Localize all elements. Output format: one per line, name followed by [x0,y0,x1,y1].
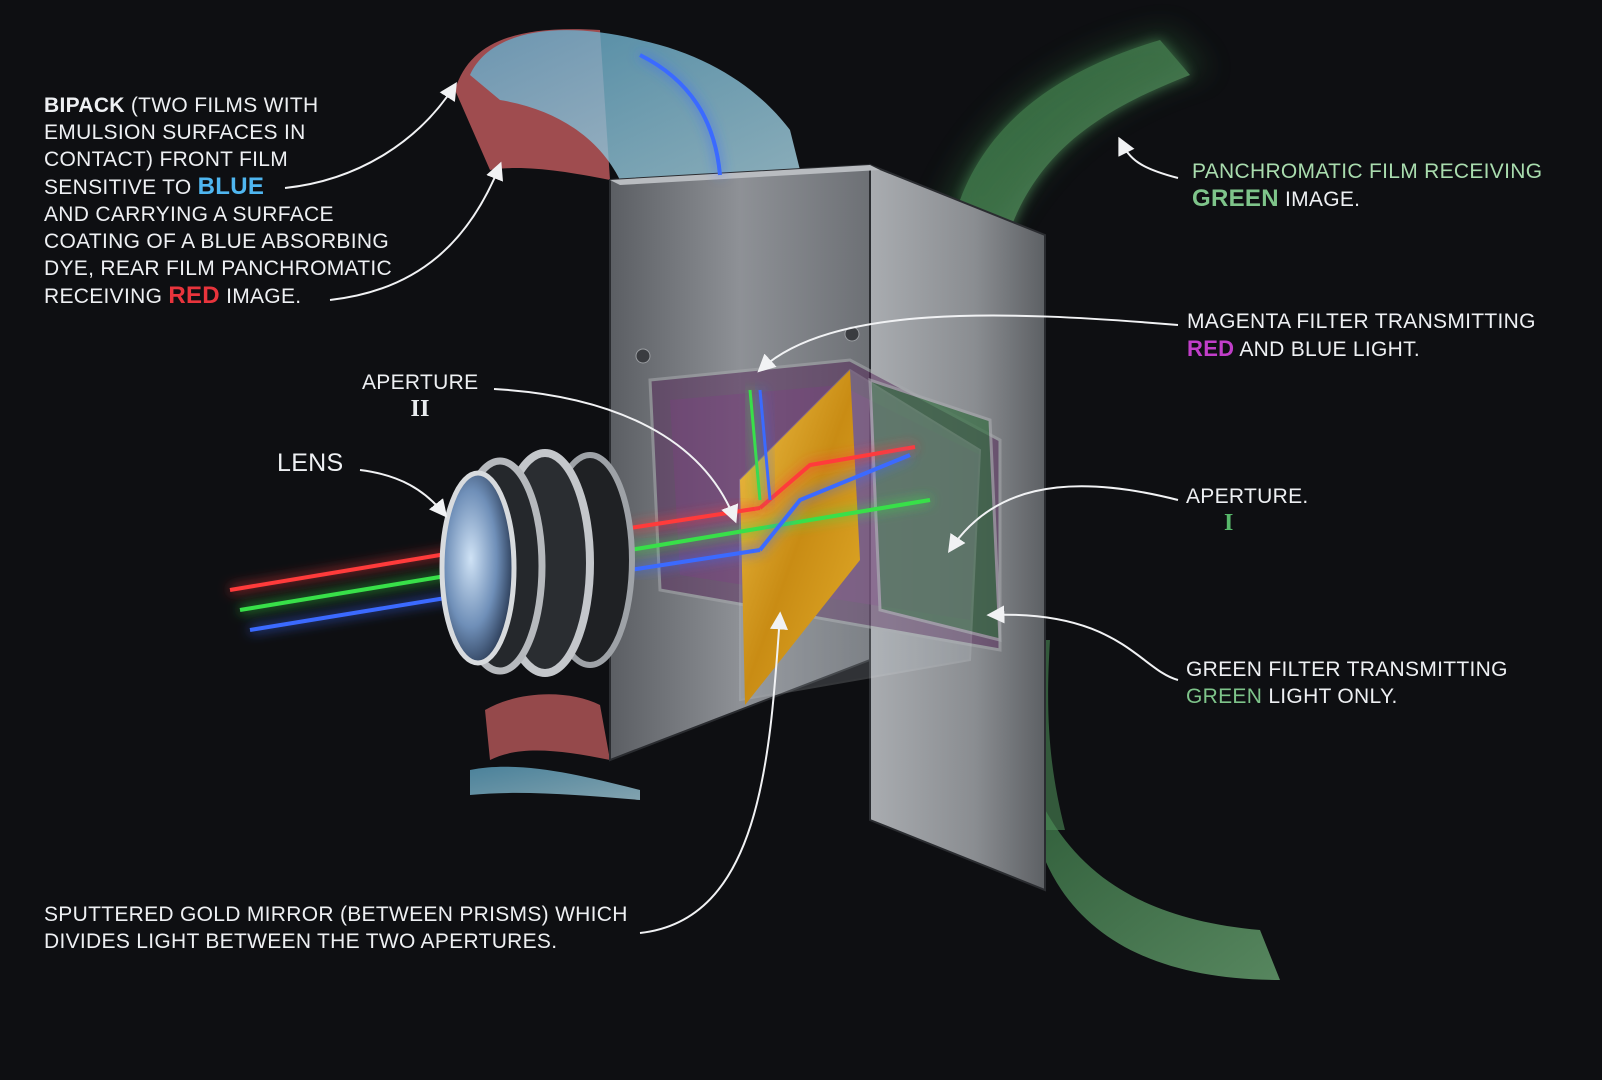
aperture-1-numeral: I [1224,510,1234,536]
green-filter [868,377,1002,642]
bipack-film-strip [455,29,800,800]
aperture-1-label: APERTURE. I [1186,483,1309,537]
panchromatic-line1: PANCHROMATIC FILM RECEIVING [1192,160,1543,183]
bipack-line5: AND CARRYING A SURFACE [44,203,334,226]
aperture-2-label: APERTURE II [362,369,478,423]
gold-mirror-label: SPUTTERED GOLD MIRROR (BETWEEN PRISMS) W… [44,901,628,955]
aperture-2-text: APERTURE [362,371,479,394]
bipack-line1: (TWO FILMS WITH [124,94,319,117]
aperture-1-text: APERTURE. [1186,485,1309,508]
bipack-line2: EMULSION SURFACES IN [44,121,306,144]
lens-assembly [439,449,635,677]
prism-assembly [739,368,982,705]
magenta-red-word: RED [1187,336,1235,361]
bipack-red-word: RED [168,282,220,309]
green-filter-line1: GREEN FILTER TRANSMITTING [1186,658,1508,681]
light-beams [229,53,931,632]
bipack-title: BIPACK [44,94,125,117]
green-filter-label: GREEN FILTER TRANSMITTING GREEN LIGHT ON… [1186,656,1508,710]
gold-mirror-line1: SPUTTERED GOLD MIRROR (BETWEEN PRISMS) W… [44,903,628,926]
bipack-line6: COATING OF A BLUE ABSORBING [44,230,389,253]
gold-mirror [740,370,860,705]
magenta-filter-line2: AND BLUE LIGHT. [1234,338,1421,361]
bipack-line3: CONTACT) FRONT FILM [44,148,289,171]
panchromatic-label: PANCHROMATIC FILM RECEIVING GREEN IMAGE. [1192,158,1542,213]
bipack-line8-end: IMAGE. [219,285,302,308]
green-filter-line2: LIGHT ONLY. [1262,685,1398,708]
panchromatic-line2: IMAGE. [1278,188,1361,211]
magenta-filter-line1: MAGENTA FILTER TRANSMITTING [1187,310,1536,333]
bipack-blue-word: BLUE [197,173,265,200]
lens-label: LENS [277,448,344,478]
callout-arrows [284,81,1179,934]
bipack-label: BIPACK (TWO FILMS WITH EMULSION SURFACES… [44,92,392,310]
bipack-line4: SENSITIVE TO [44,176,198,199]
green-filter-green-word: GREEN [1186,685,1263,708]
magenta-filter-label: MAGENTA FILTER TRANSMITTING RED AND BLUE… [1187,308,1536,363]
gold-mirror-line2: DIVIDES LIGHT BETWEEN THE TWO APERTURES. [44,930,558,953]
bipack-line7: DYE, REAR FILM PANCHROMATIC [44,257,393,280]
aperture-2-numeral: II [410,396,430,422]
panchromatic-green-word: GREEN [1192,185,1279,212]
bipack-line8: RECEIVING [44,285,169,308]
lens-text: LENS [277,449,344,477]
